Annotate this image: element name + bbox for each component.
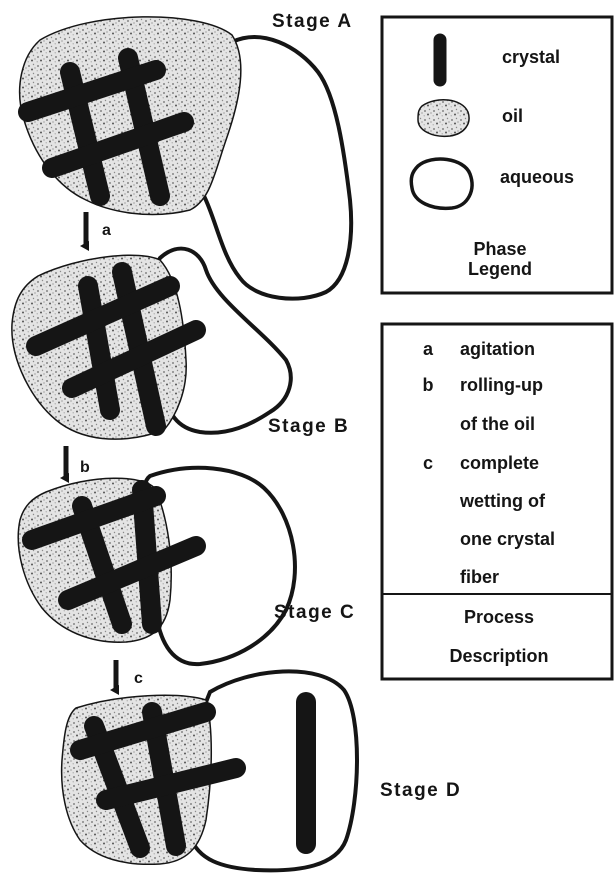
process-entry-c-line: fiber: [460, 567, 499, 587]
phase-legend-title-line1: Phase: [473, 239, 526, 259]
stage-b-label: Stage B: [268, 416, 349, 437]
process-entry-b-line: of the oil: [460, 414, 535, 434]
process-entry-c-line: one crystal: [460, 529, 555, 549]
phase-legend: crystal oil aqueous Phase Legend: [382, 17, 612, 293]
process-description: a agitation b rolling-up of the oil c co…: [382, 324, 612, 679]
stage-b: Stage B: [12, 249, 349, 440]
step-c-letter: c: [134, 670, 143, 687]
process-entry-c-letter: c: [423, 453, 433, 473]
aqueous-symbol: [411, 159, 472, 208]
step-a-letter: a: [102, 222, 111, 239]
step-a-arrow: a: [86, 212, 111, 246]
step-c-arrow: c: [116, 660, 143, 690]
process-entry-c-line: complete: [460, 453, 539, 473]
stage-c: Stage C: [18, 468, 355, 664]
process-entry-a-letter: a: [423, 339, 434, 359]
phase-legend-title-line2: Legend: [468, 259, 532, 279]
legend-aqueous-label: aqueous: [500, 167, 574, 187]
stage-d-label: Stage D: [380, 780, 461, 801]
step-b-arrow: b: [66, 446, 90, 478]
step-b-letter: b: [80, 459, 90, 476]
legend-oil-label: oil: [502, 106, 523, 126]
process-entry-c-line: wetting of: [459, 491, 546, 511]
stage-a: Stage A: [20, 11, 353, 299]
stage-a-label: Stage A: [272, 11, 353, 32]
oil-symbol: [418, 100, 469, 137]
stage-c-label: Stage C: [274, 602, 355, 623]
process-entry-b-letter: b: [423, 375, 434, 395]
oil-phase-stage-a: [20, 17, 241, 215]
process-entry-b-line: rolling-up: [460, 375, 543, 395]
process-title-line2: Description: [449, 646, 548, 666]
legend-crystal-label: crystal: [502, 47, 560, 67]
stage-d: Stage D: [62, 671, 462, 870]
process-entry-a-line: agitation: [460, 339, 535, 359]
process-title-line1: Process: [464, 607, 534, 627]
